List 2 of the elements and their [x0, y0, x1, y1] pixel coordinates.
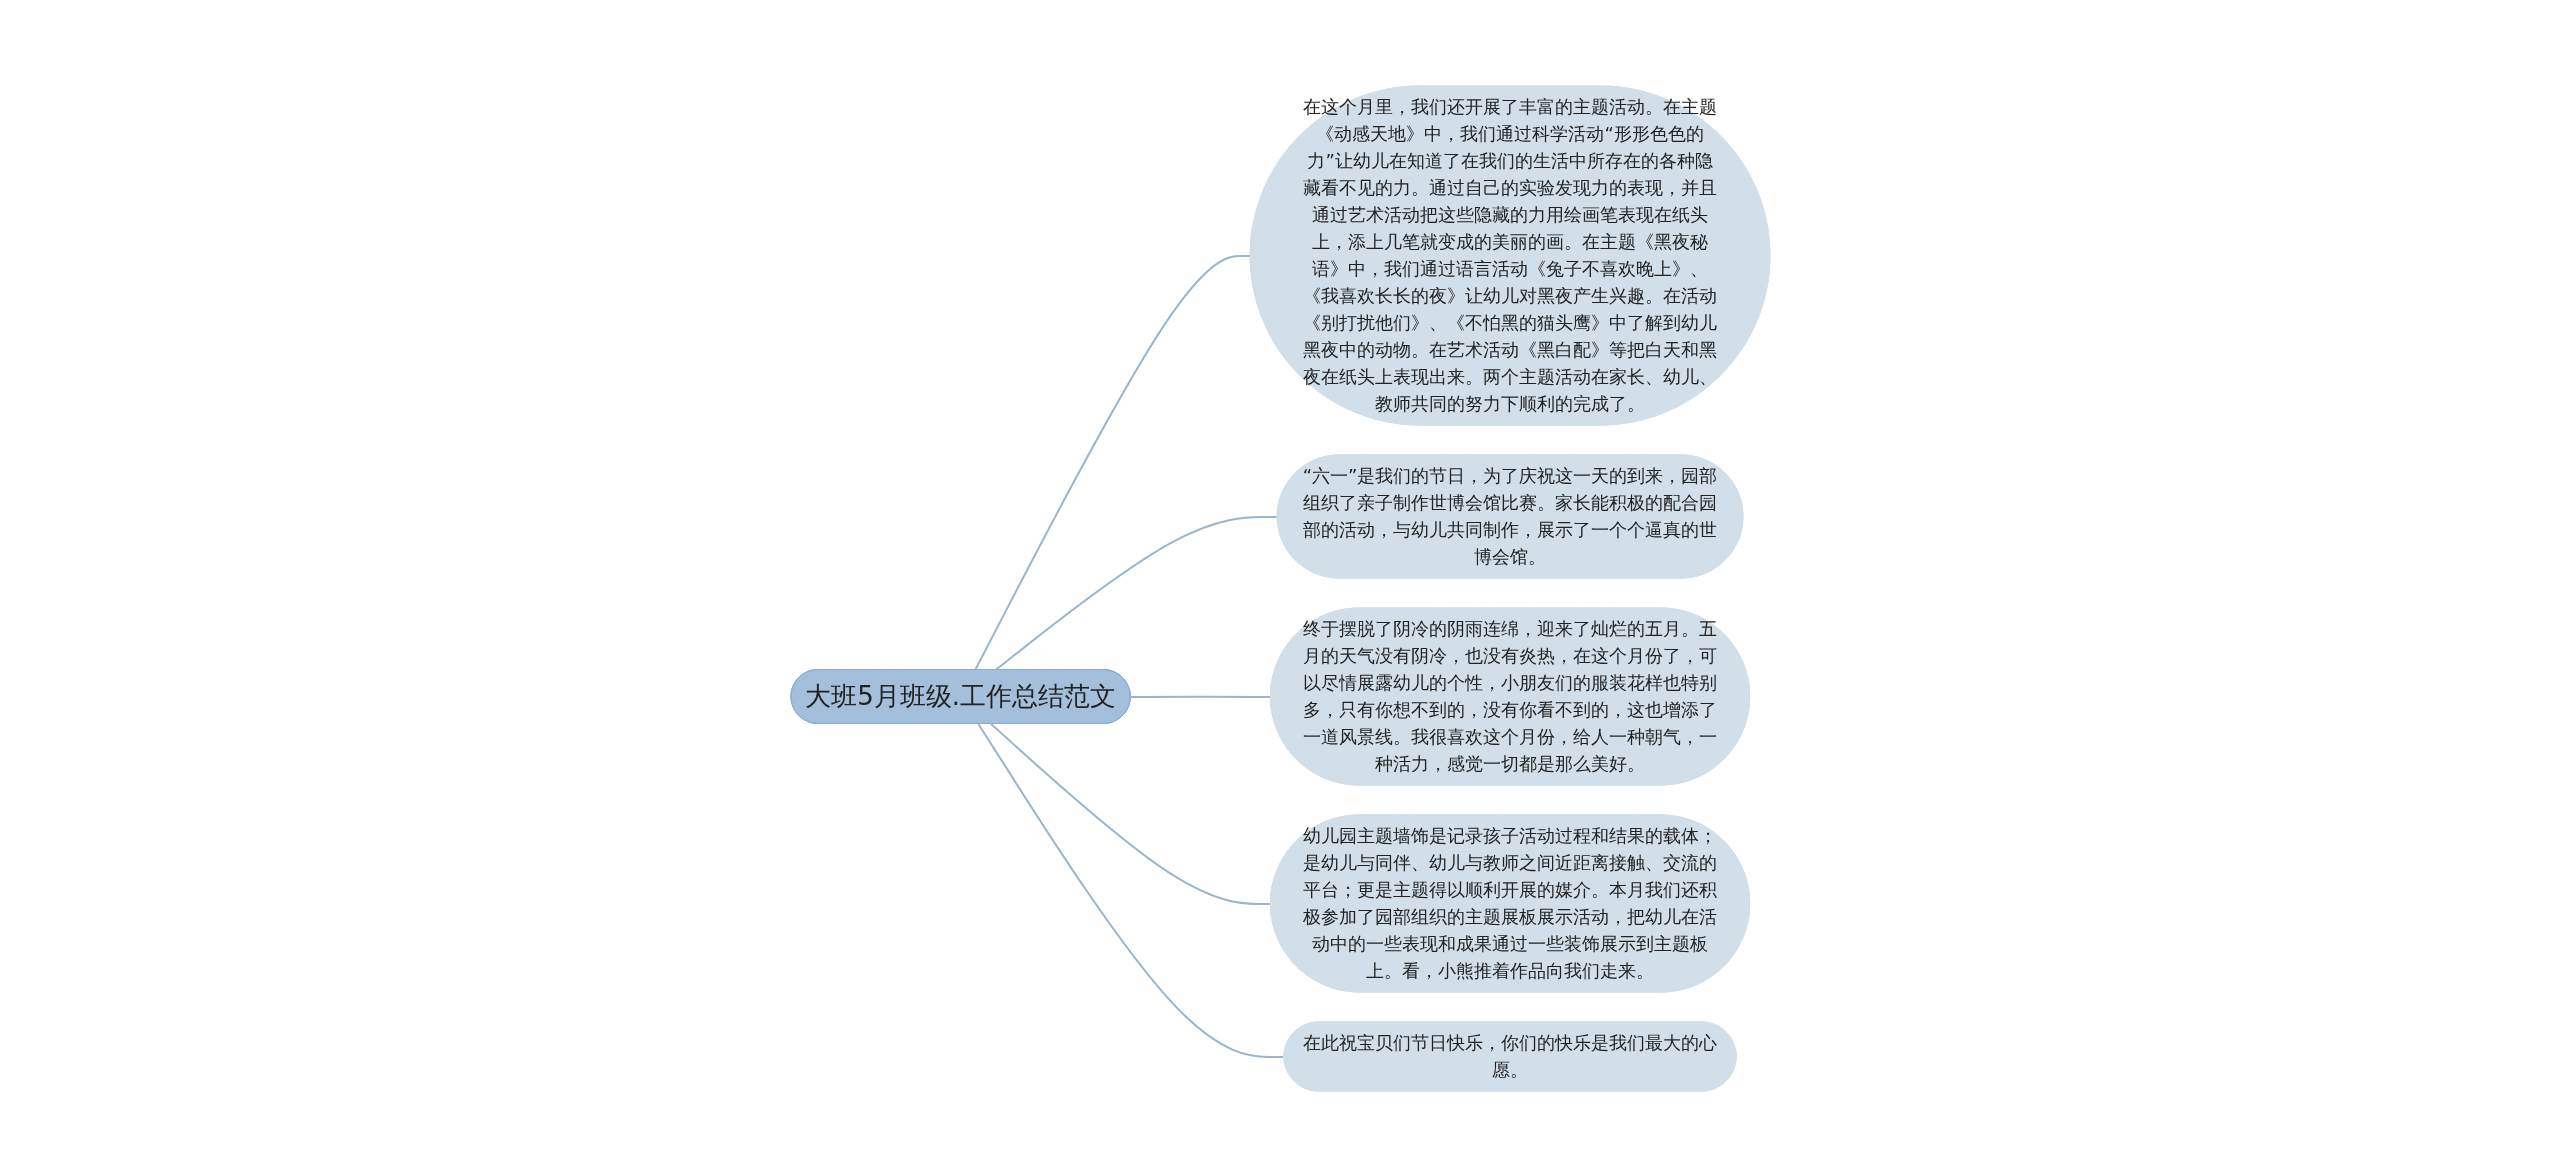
- connector: [989, 722, 1272, 905]
- connector: [1129, 695, 1272, 698]
